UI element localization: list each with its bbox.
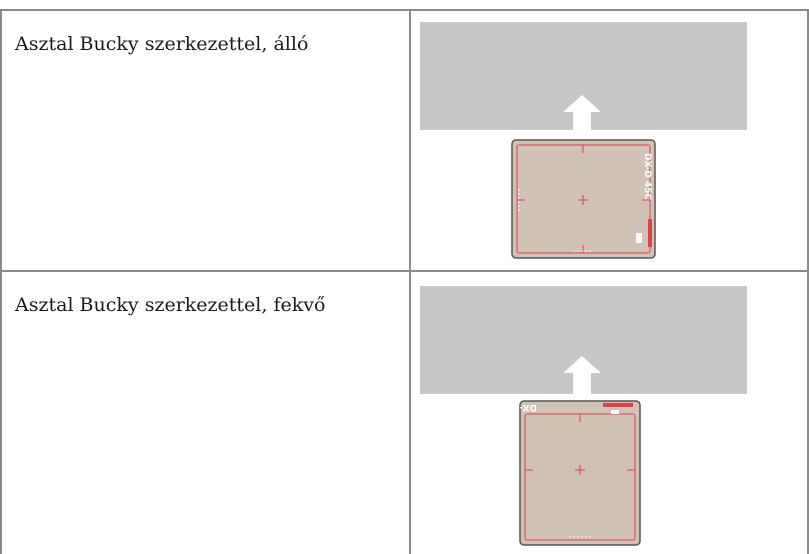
cassette-portrait: DX-D 45C (511, 139, 656, 259)
row-label-lying: Asztal Bucky szerkezettel, fekvő (15, 294, 326, 316)
cassette-model-label: DX-D 45C (642, 153, 652, 201)
table-top-border (0, 9, 809, 11)
table-left-border (0, 9, 2, 554)
cassette-landscape: DX-D 45C (519, 400, 641, 546)
up-arrow-icon (563, 95, 601, 135)
row-divider (0, 270, 809, 272)
row-label-standing: Asztal Bucky szerkezettel, álló (15, 33, 309, 55)
cassette-model-label: DX-D 45C (519, 402, 537, 412)
column-divider (409, 9, 411, 554)
up-arrow-icon (563, 356, 601, 396)
table-right-border (807, 9, 809, 554)
